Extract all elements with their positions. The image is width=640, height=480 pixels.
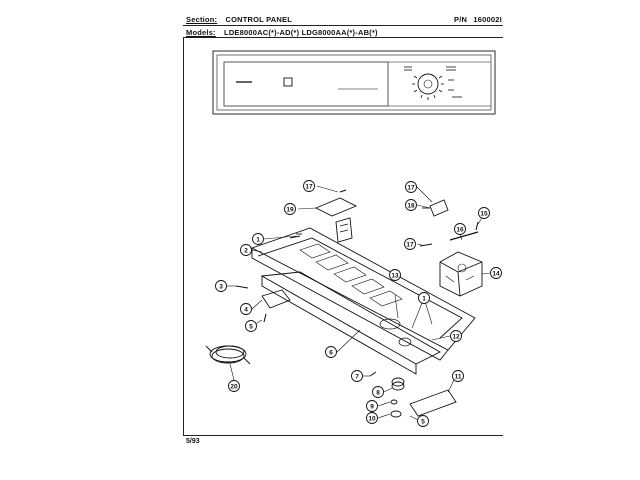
callout-5-lower: 5 bbox=[417, 415, 429, 427]
svg-text:1: 1 bbox=[422, 296, 426, 303]
svg-text:17: 17 bbox=[305, 184, 313, 191]
svg-text:17: 17 bbox=[407, 185, 415, 192]
callout-17-middle: 17 bbox=[404, 238, 416, 250]
callout-bubbles: 1 2 3 4 5 6 7 8 9 10 1 11 12 13 14 15 16… bbox=[215, 180, 502, 427]
console-housing bbox=[250, 227, 476, 361]
svg-text:5: 5 bbox=[249, 324, 253, 331]
callout-4: 4 bbox=[240, 303, 252, 315]
models-label: Models: bbox=[186, 28, 216, 37]
control-panel-base bbox=[260, 271, 441, 375]
screws bbox=[235, 189, 479, 377]
header-rule-top bbox=[183, 25, 503, 26]
callout-16: 16 bbox=[454, 223, 466, 235]
leader-lines bbox=[227, 185, 491, 422]
section-header: Section: CONTROL PANEL bbox=[186, 15, 292, 24]
control-panel-front-view bbox=[212, 50, 496, 115]
callout-3: 3 bbox=[215, 280, 227, 292]
callout-17-upper-right: 17 bbox=[405, 181, 417, 193]
callout-7: 7 bbox=[351, 370, 363, 382]
svg-text:4: 4 bbox=[244, 307, 248, 314]
svg-text:19: 19 bbox=[286, 207, 294, 214]
wire-harness bbox=[205, 345, 251, 365]
pn-value: 160002I bbox=[473, 15, 502, 24]
svg-text:14: 14 bbox=[492, 271, 500, 278]
callout-18: 18 bbox=[405, 199, 417, 211]
push-to-start-switch bbox=[422, 199, 449, 217]
timer-dial-knob bbox=[417, 73, 439, 95]
section-value: CONTROL PANEL bbox=[225, 15, 292, 24]
callout-6: 6 bbox=[325, 346, 337, 358]
timer-shaft bbox=[449, 231, 479, 241]
callout-19: 19 bbox=[284, 203, 296, 215]
end-cap bbox=[409, 389, 457, 417]
callout-15: 15 bbox=[478, 207, 490, 219]
callout-13: 13 bbox=[389, 269, 401, 281]
part-number-header: P/N 160002I bbox=[454, 15, 502, 24]
svg-text:9: 9 bbox=[370, 404, 374, 411]
pn-label: P/N bbox=[454, 15, 468, 24]
callout-2: 2 bbox=[240, 244, 252, 256]
callout-8: 8 bbox=[372, 386, 384, 398]
svg-text:18: 18 bbox=[407, 203, 415, 210]
svg-text:12: 12 bbox=[452, 334, 460, 341]
section-label: Section: bbox=[186, 15, 218, 24]
callout-17-upper-left: 17 bbox=[303, 180, 315, 192]
svg-text:17: 17 bbox=[406, 242, 414, 249]
svg-text:5: 5 bbox=[421, 419, 425, 426]
svg-text:7: 7 bbox=[355, 374, 359, 381]
callout-14: 14 bbox=[490, 267, 502, 279]
callout-1-right: 1 bbox=[418, 292, 430, 304]
callout-12: 12 bbox=[450, 330, 462, 342]
callout-5-left: 5 bbox=[245, 320, 257, 332]
frame-left-border bbox=[183, 37, 184, 435]
svg-text:11: 11 bbox=[455, 374, 462, 381]
revision-date: 5/93 bbox=[186, 438, 200, 445]
models-header: Models: LDE8000AC(*)-AD(*) LDG8000AA(*)-… bbox=[186, 28, 378, 37]
knob-parts bbox=[390, 377, 405, 418]
svg-text:10: 10 bbox=[368, 416, 376, 423]
svg-text:20: 20 bbox=[230, 384, 238, 391]
svg-text:13: 13 bbox=[391, 273, 399, 280]
callout-1-left: 1 bbox=[252, 233, 264, 245]
push-to-start-button bbox=[283, 77, 293, 87]
svg-text:8: 8 bbox=[376, 390, 380, 397]
models-value: LDE8000AC(*)-AD(*) LDG8000AA(*)-AB(*) bbox=[224, 28, 378, 37]
switch-assembly bbox=[314, 197, 358, 243]
header-rule-bottom bbox=[183, 37, 503, 38]
svg-text:3: 3 bbox=[219, 284, 223, 291]
timer-assembly bbox=[439, 251, 483, 297]
frame-bottom-border bbox=[183, 435, 503, 436]
svg-text:1: 1 bbox=[256, 237, 260, 244]
callout-9: 9 bbox=[366, 400, 378, 412]
svg-text:15: 15 bbox=[480, 211, 488, 218]
svg-text:6: 6 bbox=[329, 350, 333, 357]
callout-10-lower: 10 bbox=[366, 412, 378, 424]
end-bracket bbox=[261, 289, 291, 309]
svg-text:2: 2 bbox=[244, 248, 248, 255]
callout-11: 11 bbox=[452, 370, 464, 382]
callout-20: 20 bbox=[228, 380, 240, 392]
svg-text:16: 16 bbox=[456, 227, 464, 234]
